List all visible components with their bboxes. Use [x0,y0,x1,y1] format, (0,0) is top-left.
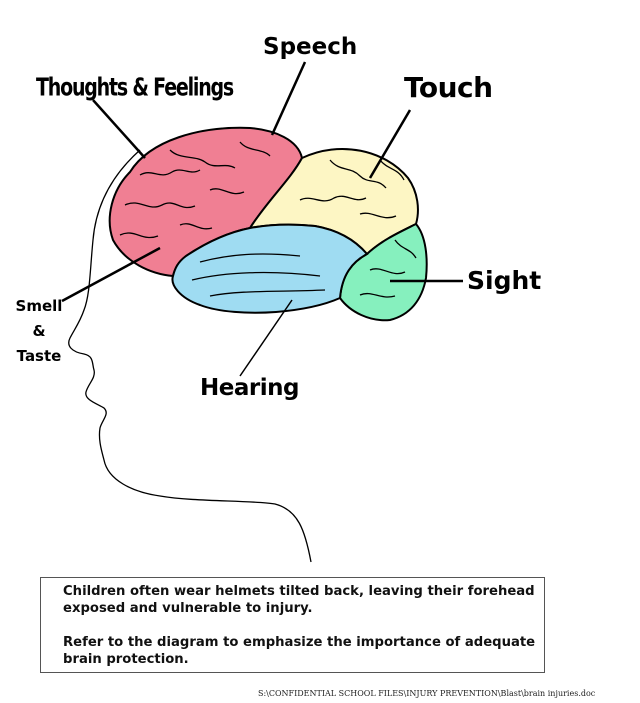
leader-line-speech [272,62,305,135]
footer-file-path: S:\CONFIDENTIAL SCHOOL FILES\INJURY PREV… [258,689,595,698]
note-box: Children often wear helmets tilted back,… [40,577,545,673]
label-touch: Touch [404,74,493,102]
label-smell-line2: & [0,319,78,344]
label-smell-line1: Smell [0,294,78,319]
leader-line-thoughts [93,100,145,158]
label-sight: Sight [467,268,541,293]
label-thoughts-feelings: Thoughts & Feelings [36,76,233,101]
note-paragraph-2: Refer to the diagram to emphasize the im… [63,634,544,668]
label-smell-line3: Taste [0,344,78,369]
label-hearing: Hearing [200,377,299,400]
label-smell-taste: Smell & Taste [0,294,78,369]
note-paragraph-1: Children often wear helmets tilted back,… [63,583,544,617]
label-speech: Speech [263,36,357,59]
